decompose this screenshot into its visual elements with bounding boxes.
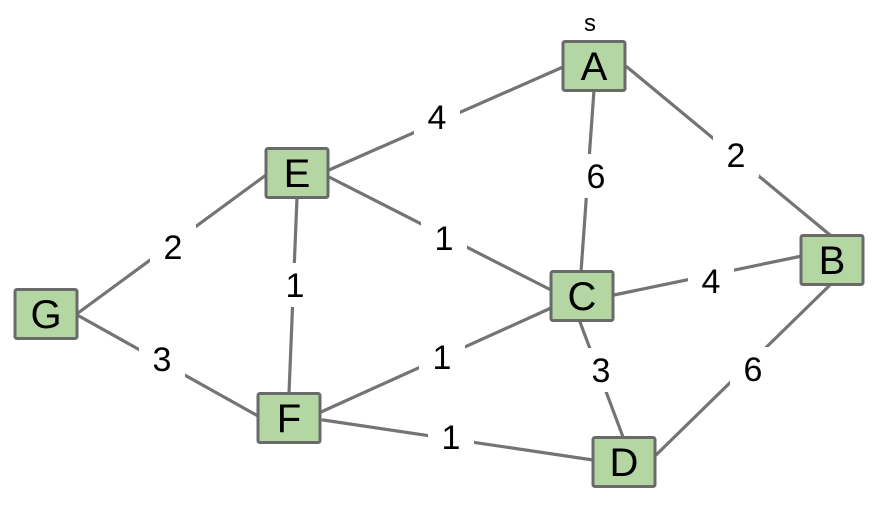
edge-weight-background xyxy=(730,347,776,391)
node-D-box xyxy=(591,436,657,488)
node-B-box xyxy=(799,234,865,286)
edge-weight-E-A[interactable]: 4 xyxy=(414,95,460,139)
edge-weight-B-D[interactable]: 6 xyxy=(730,347,776,391)
edge-weight-C-B[interactable]: 4 xyxy=(688,259,734,303)
edge-weight-label: 1 xyxy=(442,419,461,457)
edge-weight-background xyxy=(419,335,465,379)
edge-weight-background xyxy=(713,133,759,177)
edge-weight-background xyxy=(414,95,460,139)
node-A[interactable]: A xyxy=(561,40,627,92)
edge-weight-background xyxy=(573,154,619,198)
edge-weight-background xyxy=(272,263,318,307)
annotations-layer: s xyxy=(584,10,596,37)
edge-weight-background xyxy=(421,216,467,260)
node-E-label: E xyxy=(284,152,311,196)
edge-weight-background xyxy=(578,348,624,392)
node-C[interactable]: C xyxy=(549,270,615,322)
node-G-label: G xyxy=(30,293,61,337)
edge-weight-label: 1 xyxy=(433,339,452,377)
node-F[interactable]: F xyxy=(256,392,322,444)
node-G-box xyxy=(13,288,79,340)
edge-weight-background xyxy=(428,415,474,459)
edge-weight-A-B[interactable]: 2 xyxy=(713,133,759,177)
edge-weights-layer: 4 6 2 2 3 1 1 1 1 4 3 6 xyxy=(139,95,776,459)
edge-weight-label: 1 xyxy=(435,220,454,258)
edge-weight-background xyxy=(139,337,185,381)
edge-weight-label: 2 xyxy=(164,229,183,267)
edge-weight-F-C[interactable]: 1 xyxy=(419,335,465,379)
node-D[interactable]: D xyxy=(591,436,657,488)
node-A-label: A xyxy=(581,45,608,89)
edge-weight-label: 6 xyxy=(744,351,763,389)
edge-weight-G-E[interactable]: 2 xyxy=(150,225,196,269)
node-G[interactable]: G xyxy=(13,288,79,340)
edge-weight-C-D[interactable]: 3 xyxy=(578,348,624,392)
edge-weight-label: 4 xyxy=(428,99,447,137)
nodes-layer: A B C D E F G xyxy=(13,40,865,488)
edge-weight-label: 1 xyxy=(286,267,305,305)
edge-weight-label: 3 xyxy=(592,352,611,390)
source-node-annotation: s xyxy=(584,10,596,37)
edge-weight-background xyxy=(688,259,734,303)
node-E[interactable]: E xyxy=(264,147,330,199)
node-F-label: F xyxy=(277,397,301,441)
edge-weight-label: 4 xyxy=(702,263,721,301)
edge-weight-E-C[interactable]: 1 xyxy=(421,216,467,260)
edge-weight-label: 3 xyxy=(153,341,172,379)
node-D-label: D xyxy=(610,441,639,485)
node-B[interactable]: B xyxy=(799,234,865,286)
edge-weight-A-C[interactable]: 6 xyxy=(573,154,619,198)
edge-weight-G-F[interactable]: 3 xyxy=(139,337,185,381)
node-C-box xyxy=(549,270,615,322)
edge-weight-F-D[interactable]: 1 xyxy=(428,415,474,459)
edge-weight-label: 6 xyxy=(587,158,606,196)
node-F-box xyxy=(256,392,322,444)
edge-weight-label: 2 xyxy=(727,137,746,175)
edge-weight-E-F[interactable]: 1 xyxy=(272,263,318,307)
node-E-box xyxy=(264,147,330,199)
node-C-label: C xyxy=(568,275,597,319)
edge-weight-background xyxy=(150,225,196,269)
node-B-label: B xyxy=(819,239,846,283)
node-A-box xyxy=(561,40,627,92)
